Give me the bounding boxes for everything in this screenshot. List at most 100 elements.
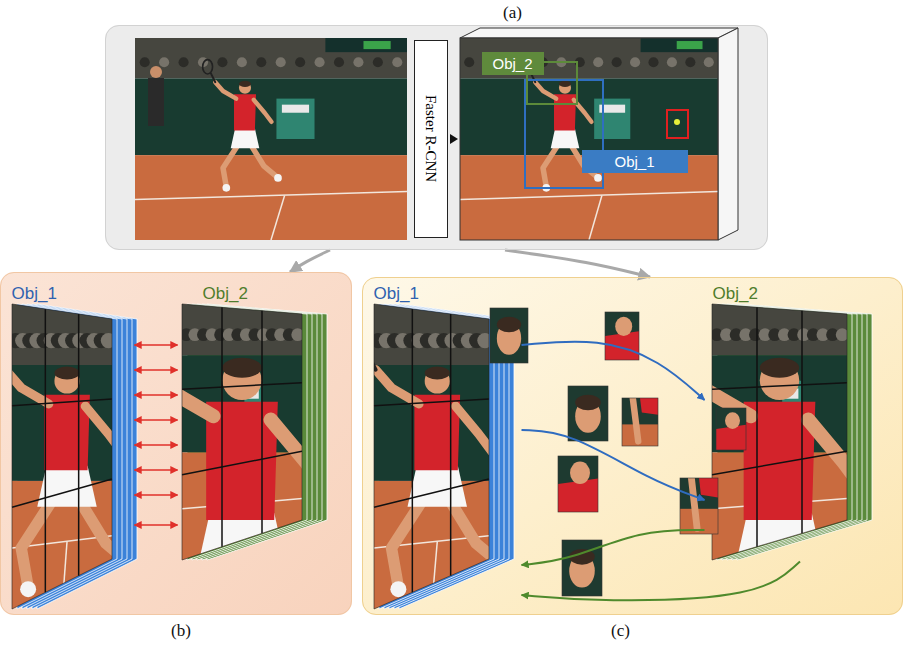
scoreboard-digits — [363, 41, 390, 49]
spectator — [353, 57, 363, 67]
text-slot: Obj_2 — [492, 55, 532, 72]
patch-frame — [568, 386, 608, 441]
panel-label: (b) — [171, 621, 191, 641]
ball — [674, 119, 680, 125]
limb — [708, 570, 755, 647]
panel-label: (a) — [503, 3, 522, 23]
object-label: Obj_1 — [374, 284, 419, 304]
crowd — [460, 38, 718, 78]
object-tag: Obj_2 — [482, 52, 544, 75]
court-line — [432, 542, 438, 609]
head — [239, 82, 251, 94]
grid-line — [412, 309, 414, 592]
limb — [264, 570, 346, 647]
limb — [392, 502, 422, 587]
connector-arrow — [522, 562, 801, 601]
limb — [808, 420, 865, 492]
grid-line — [801, 311, 803, 534]
spectator — [315, 57, 325, 67]
ad-board — [276, 99, 314, 139]
spectator — [630, 57, 640, 67]
feature-outline — [374, 304, 489, 609]
linesman-head — [150, 66, 162, 78]
spectator — [256, 57, 266, 67]
connector-arrow — [135, 444, 178, 446]
text-slot: Obj_1 — [12, 284, 57, 304]
grid-line — [182, 383, 302, 390]
hair — [497, 317, 521, 332]
text-slot: Faster R-CNN — [422, 95, 439, 182]
patch-frame — [680, 478, 718, 534]
court-line — [62, 542, 67, 609]
connector-arrow — [135, 344, 178, 346]
patch-ground — [605, 312, 639, 360]
panel: (b)Obj_1Obj_2 — [0, 272, 352, 615]
shirt — [699, 478, 718, 498]
shoe — [594, 174, 602, 182]
head — [559, 82, 571, 94]
feature-map — [642, 289, 900, 647]
spectator — [648, 57, 658, 67]
racket — [349, 323, 370, 353]
spectator — [593, 57, 603, 67]
patch-ground — [622, 398, 658, 446]
connector-arrow — [522, 530, 705, 565]
racket — [104, 289, 136, 336]
court-line — [460, 192, 718, 200]
spectator — [237, 57, 247, 67]
hair — [222, 358, 261, 378]
text-slot: Obj_1 — [374, 284, 419, 304]
hair — [760, 358, 799, 378]
grid-line — [12, 399, 112, 406]
spectator — [295, 57, 305, 67]
text-slot: (b) — [171, 621, 191, 641]
text-slot: (c) — [611, 621, 630, 641]
grid-line — [450, 314, 452, 576]
patch-ground — [568, 386, 608, 441]
grid-line — [261, 311, 263, 534]
court-line — [589, 196, 602, 240]
scoreboard-digits — [677, 41, 703, 49]
grid-line — [221, 307, 223, 546]
connector-arrow — [505, 250, 650, 277]
spectator — [836, 328, 849, 341]
shorts — [195, 513, 288, 578]
detection-box — [667, 110, 688, 138]
shoe — [128, 561, 144, 577]
crowd — [712, 304, 847, 355]
shoe — [274, 174, 282, 182]
panel-ground — [105, 25, 768, 250]
connector-arrow — [135, 369, 178, 371]
spectator — [140, 57, 150, 67]
patch-frame — [558, 456, 598, 512]
feature-outline — [12, 304, 112, 609]
connector-arrow — [135, 419, 178, 421]
grid-line — [712, 451, 847, 474]
shorts — [231, 128, 260, 148]
patch-frame — [490, 308, 528, 363]
connector-arrow — [135, 469, 178, 471]
feature-stack: Obj_2 — [705, 284, 885, 562]
limb — [254, 100, 272, 122]
limb — [633, 398, 638, 441]
crowd — [182, 304, 302, 355]
clay-court — [135, 155, 407, 241]
text-slot: (a) — [503, 3, 522, 23]
patch — [680, 478, 718, 534]
panel: (c)Obj_1Obj_2 — [362, 277, 903, 615]
grid-line — [78, 314, 80, 576]
object-label: Obj_2 — [203, 284, 248, 304]
limb — [252, 146, 277, 177]
feature-map — [104, 289, 362, 647]
patch-frame — [622, 398, 658, 446]
patch — [490, 308, 528, 363]
feature-stack: Obj_1 — [10, 284, 135, 610]
photo — [460, 38, 718, 241]
feature-map — [0, 304, 144, 610]
feature-stack: Obj_1 — [372, 284, 522, 610]
panel: (a)Faster R-CNNObj_2Obj_1 — [105, 25, 768, 250]
spectator — [464, 57, 474, 67]
photo — [135, 38, 407, 241]
patch-frame — [605, 312, 639, 360]
limb — [535, 82, 556, 99]
